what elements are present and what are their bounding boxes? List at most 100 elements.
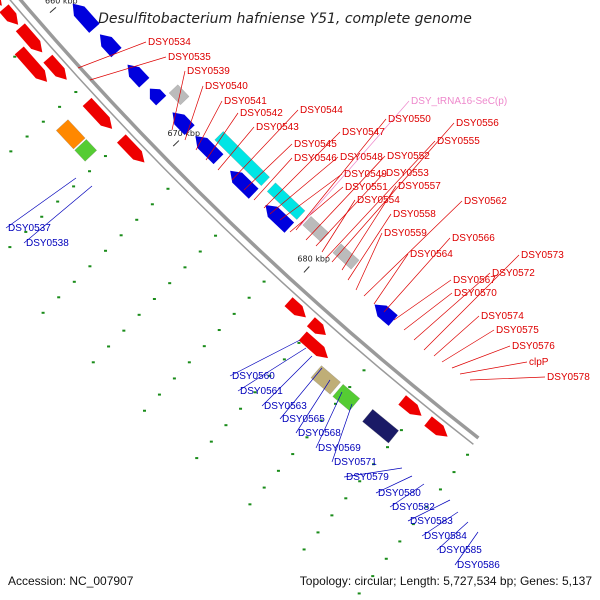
label-leader-line bbox=[195, 100, 223, 151]
label-leader-line bbox=[451, 345, 511, 369]
forward-gene-label: DSY0574 bbox=[481, 311, 524, 322]
cog-feature-block-inner bbox=[332, 243, 360, 270]
reverse-cds-arrow bbox=[374, 304, 398, 326]
cog-feature-block bbox=[310, 365, 341, 395]
forward-gene-label: DSY0578 bbox=[547, 372, 590, 383]
forward-gene-label: DSY0548 bbox=[340, 152, 383, 163]
guide-dot bbox=[152, 297, 156, 300]
guide-dot bbox=[104, 249, 108, 252]
forward-gene-label: DSY0562 bbox=[464, 196, 507, 207]
reverse-gene-label: DSY0563 bbox=[264, 401, 307, 412]
guide-dot bbox=[411, 523, 415, 526]
forward-gene-label: DSY0539 bbox=[187, 66, 230, 77]
guide-dot bbox=[172, 377, 176, 380]
guide-dot bbox=[262, 486, 266, 489]
guide-dot bbox=[357, 592, 361, 595]
forward-cds-arrow-lane2 bbox=[14, 46, 48, 82]
cog-feature-block-inner bbox=[214, 131, 270, 186]
guide-dot bbox=[88, 170, 92, 173]
label-leader-line bbox=[363, 200, 463, 297]
forward-gene-label: DSY0534 bbox=[148, 37, 191, 48]
label-leader-line bbox=[295, 118, 387, 231]
label-leader-line bbox=[253, 157, 293, 201]
label-leader-line bbox=[261, 355, 313, 407]
label-leader-line bbox=[77, 41, 147, 69]
forward-gene-label: DSY0575 bbox=[496, 325, 539, 336]
guide-dot bbox=[202, 345, 206, 348]
guide-dot bbox=[198, 250, 202, 253]
label-leader-line bbox=[373, 253, 409, 305]
forward-gene-label: DSY0551 bbox=[345, 182, 388, 193]
cog-feature-block bbox=[74, 139, 97, 162]
guide-dot bbox=[137, 313, 141, 316]
guide-dot bbox=[291, 453, 295, 456]
guide-dot bbox=[362, 369, 366, 372]
forward-gene-label: DSY0556 bbox=[456, 118, 499, 129]
forward-cds-arrow bbox=[0, 4, 19, 25]
guide-dot bbox=[143, 409, 147, 412]
scale-tick bbox=[49, 6, 57, 13]
guide-dot bbox=[348, 386, 352, 389]
genome-summary-text: Topology: circular; Length: 5,727,534 bp… bbox=[300, 574, 593, 588]
reverse-gene-label: DSY0561 bbox=[240, 386, 283, 397]
forward-cds-arrow-lane2 bbox=[298, 331, 328, 359]
forward-gene-label: DSY0570 bbox=[454, 288, 497, 299]
guide-dot bbox=[107, 345, 111, 348]
label-leader-line bbox=[243, 143, 293, 191]
guide-dot bbox=[41, 120, 45, 123]
rna-gene-label: DSY_tRNA16-SeC(p) bbox=[411, 96, 507, 107]
guide-dot bbox=[262, 280, 266, 283]
reverse-gene-label: DSY0560 bbox=[232, 371, 275, 382]
guide-dot bbox=[372, 463, 376, 466]
guide-dot bbox=[72, 280, 76, 283]
guide-dot bbox=[13, 55, 17, 58]
forward-gene-label: DSY0544 bbox=[300, 105, 343, 116]
forward-gene-label: DSY0552 bbox=[387, 151, 430, 162]
guide-dot bbox=[247, 296, 251, 299]
backbone-outer-arc bbox=[9, 0, 474, 445]
label-leader-line bbox=[279, 367, 323, 420]
label-leader-line bbox=[305, 155, 386, 241]
label-leader-line bbox=[231, 109, 299, 181]
label-leader-line bbox=[423, 254, 520, 351]
reverse-cds-arrow bbox=[230, 170, 259, 199]
guide-dot bbox=[8, 246, 12, 249]
forward-gene-label: DSY0547 bbox=[342, 127, 385, 138]
label-leader-line bbox=[237, 347, 307, 392]
forward-cds-arrow bbox=[0, 0, 2, 6]
reverse-gene-label: DSY0583 bbox=[410, 516, 453, 527]
label-leader-line bbox=[229, 339, 301, 377]
reverse-cds-arrow bbox=[149, 88, 167, 106]
forward-gene-label: DSY0559 bbox=[384, 228, 427, 239]
guide-dot bbox=[398, 540, 402, 543]
guide-dot bbox=[305, 436, 309, 439]
guide-dot bbox=[57, 296, 61, 299]
guide-dot bbox=[187, 361, 191, 364]
guide-dot bbox=[88, 265, 92, 268]
scale-tick-label: 680 kbp bbox=[297, 255, 330, 264]
label-leader-line bbox=[407, 499, 451, 522]
guide-dot bbox=[91, 361, 95, 364]
guide-dot bbox=[25, 135, 29, 138]
guide-dot bbox=[302, 548, 306, 551]
forward-gene-label: DSY0545 bbox=[294, 139, 337, 150]
forward-gene-label: DSY0564 bbox=[410, 249, 453, 260]
label-leader-line bbox=[205, 112, 239, 161]
guide-dot bbox=[344, 497, 348, 500]
label-leader-line bbox=[383, 237, 451, 313]
forward-gene-label: DSY0543 bbox=[256, 122, 299, 133]
label-leader-line bbox=[23, 185, 93, 244]
reverse-gene-label: DSY0582 bbox=[392, 502, 435, 513]
guide-dot bbox=[214, 234, 218, 237]
guide-dot bbox=[297, 341, 301, 344]
forward-gene-label: DSY0567 bbox=[453, 275, 496, 286]
label-leader-line bbox=[299, 100, 410, 227]
forward-gene-label: DSY0572 bbox=[492, 268, 535, 279]
guide-dot bbox=[41, 311, 45, 314]
label-leader-line bbox=[171, 70, 186, 131]
backbone-layer bbox=[9, 0, 480, 445]
forward-cds-arrow bbox=[82, 97, 113, 129]
reverse-gene-label: DSY0537 bbox=[8, 223, 51, 234]
forward-gene-label: DSY0554 bbox=[357, 195, 400, 206]
